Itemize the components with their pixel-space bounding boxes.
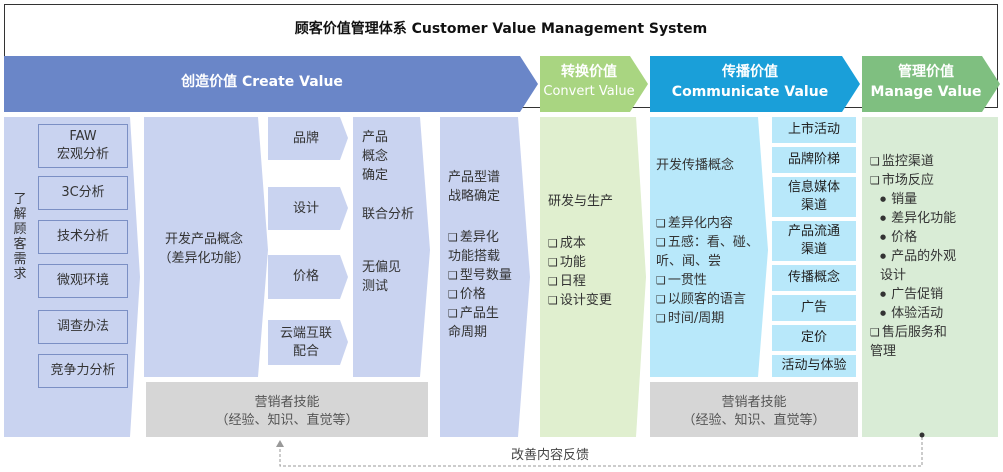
understand-needs-char: 需: [13, 252, 27, 267]
communicate-item: 一贯性: [656, 271, 766, 290]
manage-sub-item: 广告促销: [880, 285, 994, 304]
manage-sub-item: 差异化功能: [880, 209, 994, 228]
communicate-title: 开发传播概念: [656, 158, 735, 173]
communicate-stage-zh: 传播价值: [722, 64, 778, 80]
channel-media: 信息媒体 渠道: [772, 177, 856, 217]
strategy-item: 产品生 命周期: [448, 304, 528, 342]
marketer-skills-detail: （经验、知识、直觉等）: [682, 413, 826, 428]
strategy-title: 产品型谱 战略确定: [448, 170, 501, 204]
communicate-item: 时间/周期: [656, 309, 766, 328]
strategy-item: 价格: [448, 285, 528, 304]
develop-concept-label: 开发产品概念 （差异化功能）: [158, 232, 250, 266]
feedback-start-dot: [919, 432, 925, 438]
channel-advertising: 广告: [772, 295, 856, 321]
concept-item-arrow-1: [268, 117, 348, 160]
concept-item-brand: 品牌: [292, 130, 319, 146]
concept-confirm: 产品 概念 确定: [362, 130, 389, 183]
research-item-faw: FAW 宏观分析: [38, 124, 128, 168]
manage-item-monitor: 监控渠道: [870, 152, 994, 171]
conjoint-analysis: 联合分析: [362, 207, 415, 222]
understand-needs-char: 了: [13, 192, 27, 207]
create-stage-zh: 创造价值: [181, 74, 238, 90]
manage-item-market: 市场反应: [870, 171, 994, 190]
confirm-panel: [353, 117, 430, 377]
manage-stage-label: 管理价值 Manage Value: [862, 62, 990, 102]
communicate-stage-label: 传播价值 Communicate Value: [650, 62, 850, 102]
concept-item-price: 价格: [292, 269, 319, 284]
communicate-stage-en: Communicate Value: [671, 84, 829, 100]
feedback-line: [279, 437, 923, 467]
develop-concept-panel: [144, 117, 268, 377]
channel-pricing: 定价: [772, 325, 856, 351]
diagram-title: 顾客价值管理体系 Customer Value Management Syste…: [294, 21, 708, 37]
understand-needs-label: 了 解 顾 客 需 求: [8, 192, 32, 282]
understand-needs-char: 顾: [13, 222, 27, 237]
marketer-skills-panel-communicate: [650, 382, 858, 437]
channel-events: 活动与体验: [772, 355, 856, 377]
create-stage-label: 创造价值 Create Value: [4, 72, 520, 92]
channel-distribution: 产品流通 渠道: [772, 221, 856, 261]
research-item-tech: 技术分析: [38, 220, 128, 254]
convert-arrow: [540, 56, 648, 112]
understand-needs-char: 客: [13, 237, 27, 252]
marketer-skills-create: 营销者技能 （经验、知识、直觉等）: [146, 394, 428, 430]
marketer-skills-panel-create: [146, 382, 428, 437]
concept-item-arrow-2: [268, 187, 348, 230]
understand-needs-char: 解: [13, 207, 27, 222]
research-item-competitiveness: 竞争力分析: [38, 354, 128, 388]
communicate-item: 差异化内容: [656, 214, 766, 233]
concept-item-arrow-4: [268, 320, 348, 365]
channel-communication-concept: 传播概念: [772, 265, 856, 291]
feedback-label: 改善内容反馈: [470, 444, 630, 463]
convert-stage-en: Convert Value: [543, 84, 635, 99]
manage-arrow: [862, 56, 1000, 112]
convert-item: 成本: [548, 234, 638, 253]
communicate-list: 差异化内容 五感：看、碰、 听、闻、尝 一贯性 以顾客的语言 时间/周期: [656, 214, 766, 328]
convert-stage-zh: 转换价值: [561, 64, 617, 80]
marketer-skills-detail: （经验、知识、直觉等）: [215, 413, 359, 428]
manage-stage-en: Manage Value: [870, 84, 982, 100]
convert-item: 日程: [548, 272, 638, 291]
feedback-arrowhead: [276, 440, 284, 447]
understand-needs-char: 求: [13, 267, 27, 282]
manage-sub-item: 销量: [880, 190, 994, 209]
manage-sub-item: 价格: [880, 228, 994, 247]
concept-item-arrow-3: [268, 255, 348, 299]
concept-item-design: 设计: [292, 200, 319, 216]
convert-title: 研发与生产: [548, 194, 614, 209]
convert-stage-label: 转换价值 Convert Value: [540, 62, 638, 102]
unbiased-test: 无偏见 测试: [362, 260, 402, 294]
manage-list: 监控渠道 市场反应 销量 差异化功能 价格 产品的外观 设计 广告促销 体验活动…: [870, 152, 994, 361]
create-arrow: [4, 56, 538, 112]
research-item-3c: 3C分析: [38, 176, 128, 210]
strategy-item: 差异化 功能搭载: [448, 228, 528, 266]
strategy-item: 型号数量: [448, 266, 528, 285]
marketer-skills-title: 营销者技能: [721, 395, 787, 410]
manage-item-service: 售后服务和 管理: [870, 323, 994, 361]
channel-brand-ladder: 品牌阶梯: [772, 147, 856, 173]
convert-item: 功能: [548, 253, 638, 272]
concept-item-cloud: 云端互联 配合: [279, 325, 332, 359]
communicate-arrow: [650, 56, 860, 112]
communicate-item: 以顾客的语言: [656, 290, 766, 309]
strategy-list: 差异化 功能搭载 型号数量 价格 产品生 命周期: [448, 228, 528, 342]
channel-launch: 上市活动: [772, 117, 856, 143]
research-item-survey: 调查办法: [38, 310, 128, 344]
manage-sub-list: 销量 差异化功能 价格 产品的外观 设计 广告促销 体验活动: [870, 190, 994, 323]
research-item-micro: 微观环境: [38, 264, 128, 298]
manage-sub-item: 体验活动: [880, 304, 994, 323]
communicate-item: 五感：看、碰、 听、闻、尝: [656, 233, 766, 271]
create-stage-en: Create Value: [241, 74, 343, 90]
marketer-skills-communicate: 营销者技能 （经验、知识、直觉等）: [650, 394, 858, 430]
marketer-skills-title: 营销者技能: [254, 395, 320, 410]
convert-list: 成本 功能 日程 设计变更: [548, 234, 638, 310]
manage-stage-zh: 管理价值: [898, 64, 954, 80]
convert-item: 设计变更: [548, 291, 638, 310]
manage-sub-item: 产品的外观 设计: [880, 247, 994, 285]
